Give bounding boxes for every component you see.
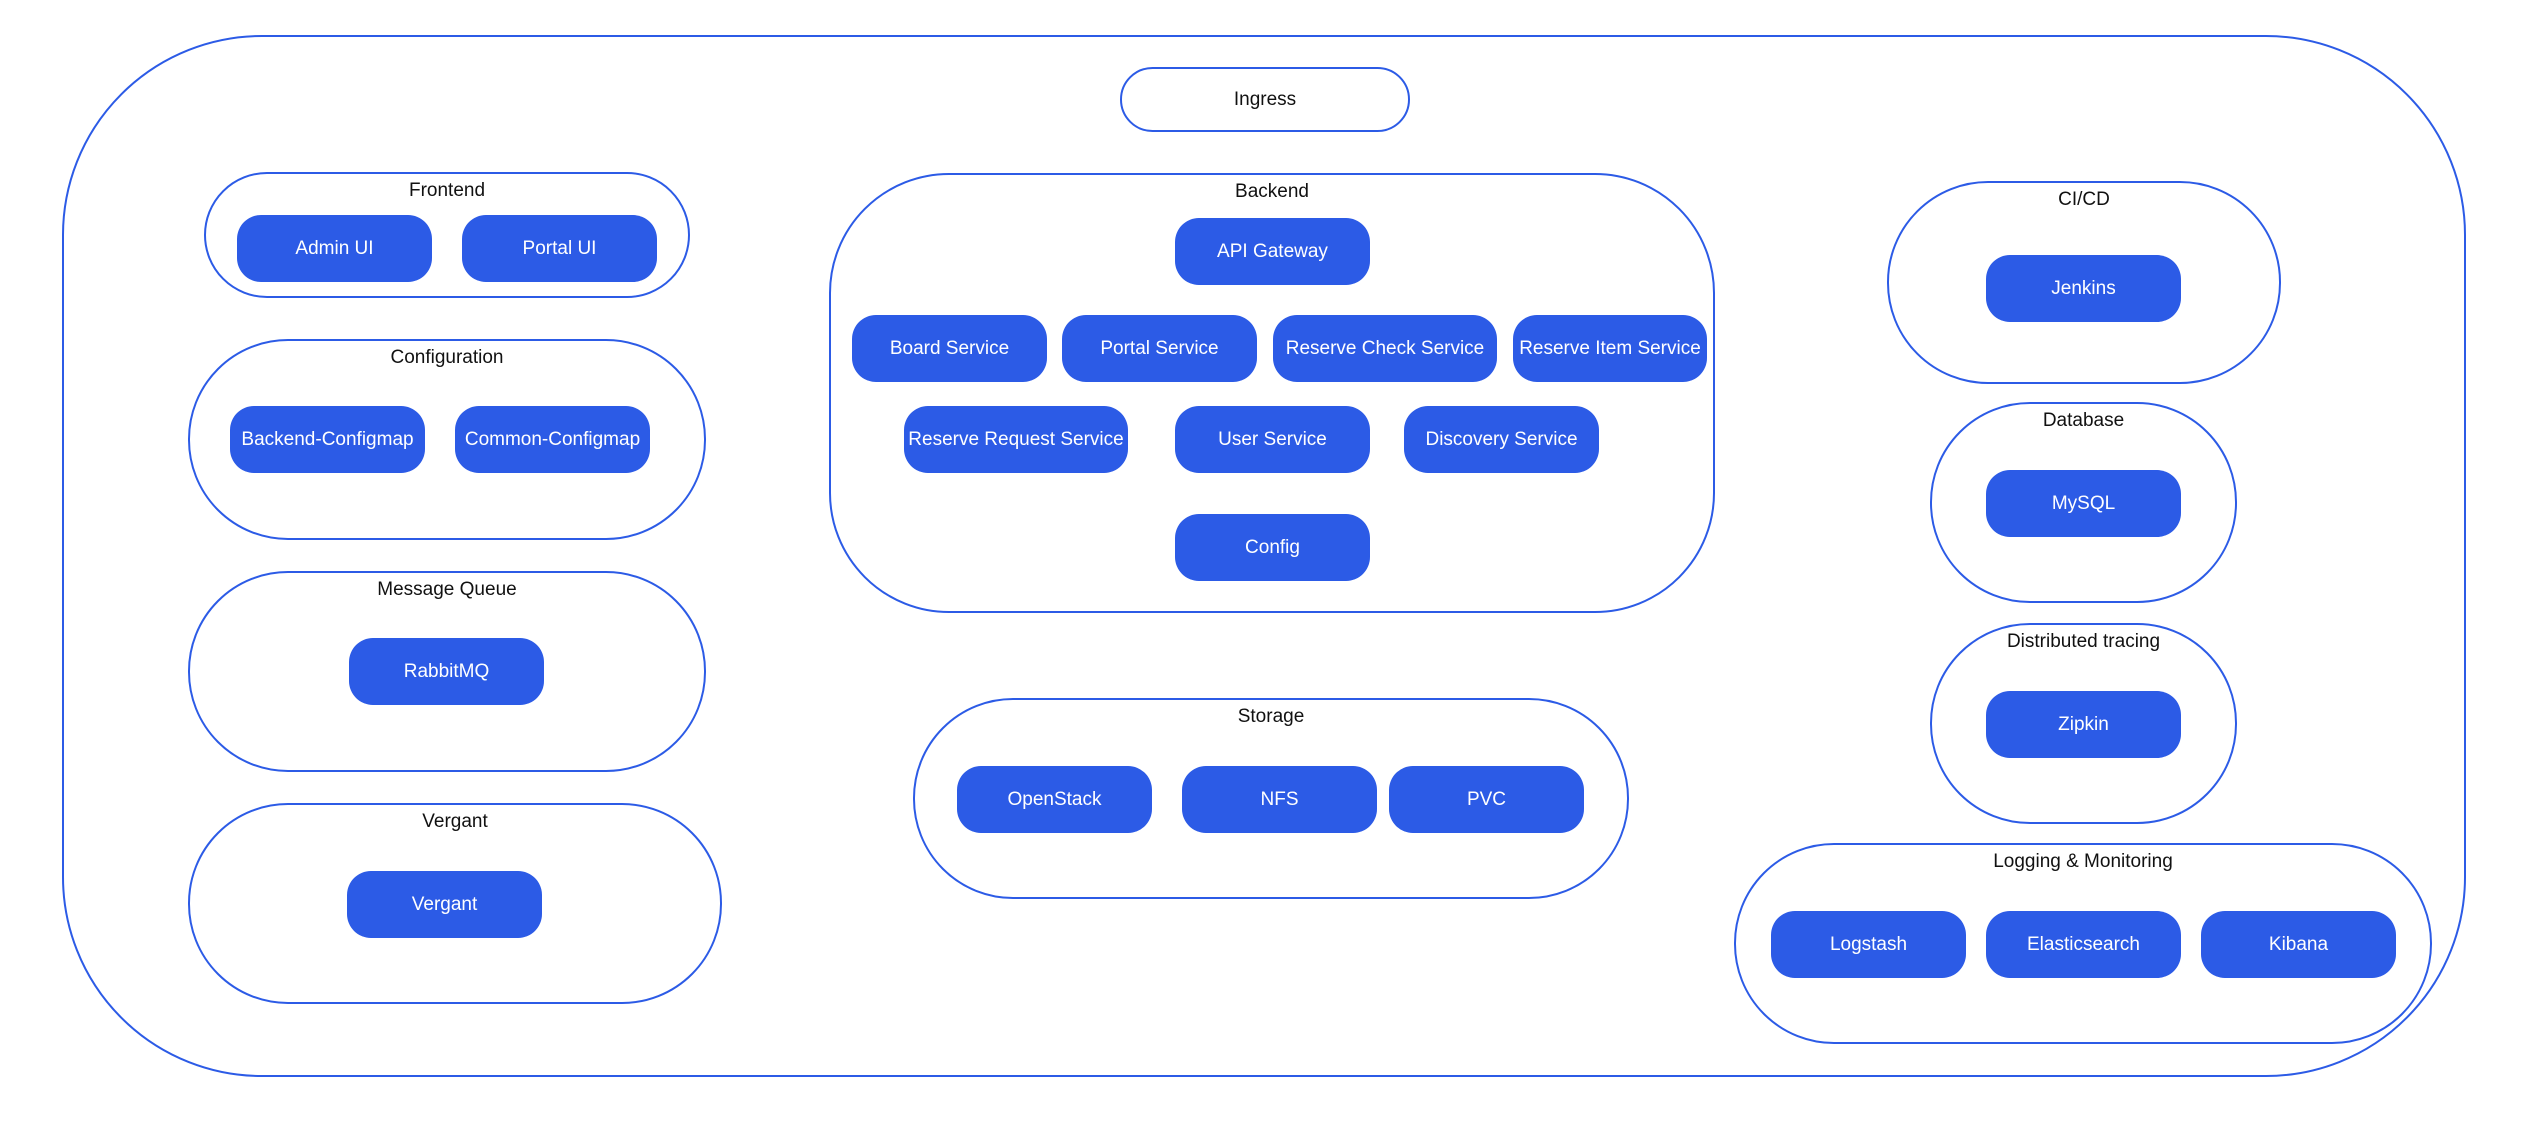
node-config[interactable]: Config <box>1175 514 1370 581</box>
group-title: Vergant <box>422 811 488 832</box>
node-zipkin[interactable]: Zipkin <box>1986 691 2181 758</box>
node-portal-service[interactable]: Portal Service <box>1062 315 1257 382</box>
node-discovery-service[interactable]: Discovery Service <box>1404 406 1599 473</box>
group-frontend: Frontend <box>204 172 690 298</box>
node-vergant[interactable]: Vergant <box>347 871 542 938</box>
node-kibana[interactable]: Kibana <box>2201 911 2396 978</box>
group-storage: Storage <box>913 698 1629 899</box>
node-user-service[interactable]: User Service <box>1175 406 1370 473</box>
group-vergant: Vergant <box>188 803 722 1004</box>
node-portal-ui[interactable]: Portal UI <box>462 215 657 282</box>
group-logging-monitoring: Logging & Monitoring <box>1734 843 2432 1044</box>
node-jenkins[interactable]: Jenkins <box>1986 255 2181 322</box>
group-message-queue: Message Queue <box>188 571 706 772</box>
node-admin-ui[interactable]: Admin UI <box>237 215 432 282</box>
group-configuration: Configuration <box>188 339 706 540</box>
node-elasticsearch[interactable]: Elasticsearch <box>1986 911 2181 978</box>
group-title: Logging & Monitoring <box>1993 851 2173 872</box>
node-logstash[interactable]: Logstash <box>1771 911 1966 978</box>
group-title: Configuration <box>390 347 504 368</box>
node-backend-configmap[interactable]: Backend-Configmap <box>230 406 425 473</box>
node-rabbitmq[interactable]: RabbitMQ <box>349 638 544 705</box>
node-mysql[interactable]: MySQL <box>1986 470 2181 537</box>
group-database: Database <box>1930 402 2237 603</box>
group-title: Backend <box>1235 181 1309 202</box>
group-title: Frontend <box>408 180 486 201</box>
node-openstack[interactable]: OpenStack <box>957 766 1152 833</box>
group-title: Message Queue <box>377 579 517 600</box>
cluster-boundary <box>62 35 2466 1077</box>
ingress-node[interactable]: Ingress <box>1120 67 1410 132</box>
node-reserve-item-service[interactable]: Reserve Item Service <box>1513 315 1707 382</box>
group-cicd: CI/CD <box>1887 181 2281 384</box>
group-title: CI/CD <box>2058 189 2110 210</box>
group-title: Distributed tracing <box>2006 631 2161 652</box>
node-common-configmap[interactable]: Common-Configmap <box>455 406 650 473</box>
node-nfs[interactable]: NFS <box>1182 766 1377 833</box>
node-reserve-request-service[interactable]: Reserve Request Service <box>904 406 1128 473</box>
node-board-service[interactable]: Board Service <box>852 315 1047 382</box>
node-api-gateway[interactable]: API Gateway <box>1175 218 1370 285</box>
group-distributed-tracing: Distributed tracing <box>1930 623 2237 824</box>
group-title: Storage <box>1237 706 1305 727</box>
node-pvc[interactable]: PVC <box>1389 766 1584 833</box>
group-backend: Backend <box>829 173 1715 613</box>
node-reserve-check-service[interactable]: Reserve Check Service <box>1273 315 1497 382</box>
group-title: Database <box>2042 410 2125 431</box>
